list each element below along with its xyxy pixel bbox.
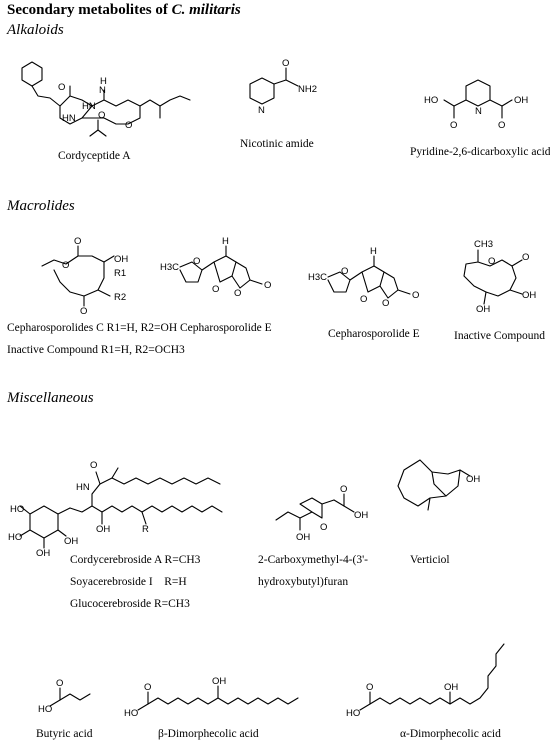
nicotinic-nh2: NH2 xyxy=(298,84,317,95)
nicotinic-amide-structure: O NH2 N xyxy=(249,58,317,116)
cepharo-e1-h3c: H3C xyxy=(160,262,179,273)
inactive-ch3: CH3 xyxy=(474,239,493,250)
cepharo-e1-o2: O xyxy=(212,284,219,295)
cordyceptide-o2: O xyxy=(125,120,132,131)
butyric-ho: HO xyxy=(38,704,52,715)
inactive-oh1: OH xyxy=(476,304,490,315)
cepharo-e2-o2: O xyxy=(360,294,367,305)
pyridine-o1: O xyxy=(450,120,457,131)
label-soyacerebroside: Soyacerebroside I R=H xyxy=(70,576,187,588)
label-verticiol: Verticiol xyxy=(410,554,450,566)
cepharo-c-o2: O xyxy=(80,306,87,317)
nicotinic-n: N xyxy=(258,105,265,116)
cerebroside-r: R xyxy=(142,524,149,535)
furan-oh1: OH xyxy=(296,532,310,543)
nicotinic-o: O xyxy=(282,58,289,69)
cepharo-c-oh: OH xyxy=(114,254,128,265)
beta-oh: OH xyxy=(212,676,226,687)
cerebroside-o: O xyxy=(90,460,97,471)
label-nicotinic-amide: Nicotinic amide xyxy=(240,138,314,150)
pyridine-ho: HO xyxy=(424,95,438,106)
alpha-o: O xyxy=(366,682,373,693)
furan-o: O xyxy=(320,522,327,533)
cepharosporolide-e1-structure: H3C O H O O O xyxy=(160,236,271,299)
alpha-ho: HO xyxy=(346,708,360,719)
cepharo-c-r2: R2 xyxy=(114,292,126,303)
cordyceptide-nh: H xyxy=(100,76,107,87)
verticiol-structure: OH xyxy=(397,459,480,511)
cerebroside-ho2: HO xyxy=(8,532,22,543)
cepharo-e1-h1: H xyxy=(222,236,229,247)
label-inactive-compound: Inactive Compound xyxy=(454,330,546,342)
inactive-oh2: OH xyxy=(522,290,536,301)
inactive-o2: O xyxy=(522,252,529,263)
title-species: C. militaris xyxy=(171,2,241,18)
cepharo-e2-o1: O xyxy=(341,266,348,277)
carboxymethyl-furan-structure: OH O O OH xyxy=(275,484,368,543)
cepharo-e1-o4: O xyxy=(264,280,271,291)
cepharosporolide-c-structure: O O O OH R1 R2 xyxy=(41,236,128,317)
butyric-o: O xyxy=(56,678,63,689)
beta-dimorphecolic-structure: O HO OH xyxy=(124,676,299,719)
cepharo-e2-h3c: H3C xyxy=(308,272,327,283)
page-title: Secondary metabolites of C. militaris xyxy=(7,2,241,19)
verticiol-oh: OH xyxy=(466,474,480,485)
cerebroside-oh3: OH xyxy=(36,548,50,559)
inactive-compound-structure: CH3 O O OH OH xyxy=(463,239,536,315)
title-prefix: Secondary metabolites of xyxy=(7,2,172,18)
cerebroside-oh5: OH xyxy=(96,524,110,535)
cordyceptide-hn2: HN xyxy=(62,113,76,124)
label-cordycerebroside-a: Cordycerebroside A R=CH3 xyxy=(70,554,201,566)
alpha-oh: OH xyxy=(444,682,458,693)
cepharo-c-r1: R1 xyxy=(114,268,126,279)
label-carboxymethyl-line1: 2-Carboxymethyl-4-(3'- xyxy=(258,554,369,566)
pyridine-structure: N HO OH O O xyxy=(424,79,528,131)
furan-oh2: OH xyxy=(354,510,368,521)
label-glucocerebroside: Glucocerebroside R=CH3 xyxy=(70,598,190,610)
label-beta-dimorphecolic: β-Dimorphecolic acid xyxy=(158,728,259,740)
inactive-o1: O xyxy=(488,256,495,267)
cerebroside-hn: HN xyxy=(76,482,90,493)
label-carboxymethyl-line2: hydroxybutyl)furan xyxy=(258,576,349,588)
cepharo-e2-o3: O xyxy=(382,298,389,309)
label-butyric-acid: Butyric acid xyxy=(36,728,93,740)
cepharo-e1-o1: O xyxy=(193,256,200,267)
cordyceptide-n: N xyxy=(99,85,106,96)
pyridine-n: N xyxy=(475,106,482,117)
section-macrolides: Macrolides xyxy=(7,198,75,214)
label-pyridine-dicarboxylic: Pyridine-2,6-dicarboxylic acid xyxy=(410,146,550,158)
cerebroside-ho1: HO xyxy=(10,504,24,515)
label-alpha-dimorphecolic: α-Dimorphecolic acid xyxy=(400,728,501,740)
cepharo-e2-h1: H xyxy=(370,246,377,257)
cordyceptide-o1: O xyxy=(58,82,65,93)
beta-ho: HO xyxy=(124,708,138,719)
cepharo-e1-o3: O xyxy=(234,288,241,299)
cepharo-c-o1: O xyxy=(74,236,81,247)
cerebroside-oh4: OH xyxy=(64,536,78,547)
label-cepharosporolide-e2: Cepharosporolide E xyxy=(328,328,420,340)
butyric-acid-structure: O HO xyxy=(38,678,91,715)
pyridine-oh: OH xyxy=(514,95,528,106)
cepharo-c-ring-o: O xyxy=(62,260,69,271)
section-alkaloids: Alkaloids xyxy=(7,22,64,38)
label-cordyceptide-a: Cordyceptide A xyxy=(58,150,131,162)
pyridine-o2: O xyxy=(498,120,505,131)
furan-o2: O xyxy=(340,484,347,495)
beta-o: O xyxy=(144,682,151,693)
label-cepharosporolide-e1: Cepharosporolide E xyxy=(180,322,272,334)
cordyceptide-o3: O xyxy=(98,110,105,121)
cordyceptide-hn: HN xyxy=(82,101,96,112)
cordyceptide-a-structure: O H N HN HN O O xyxy=(21,61,191,137)
label-inactive-compound-r: Inactive Compound R1=H, R2=OCH3 xyxy=(7,344,185,356)
cepharosporolide-e2-structure: H3C O H O O O xyxy=(308,246,419,309)
alpha-dimorphecolic-structure: O HO OH xyxy=(346,643,505,719)
label-cepharosporolide-c: Cepharosporolides C R1=H, R2=OH xyxy=(7,322,178,334)
cerebroside-structure: HO HO OH OH O HN OH R xyxy=(8,460,223,559)
section-miscellaneous: Miscellaneous xyxy=(7,390,94,406)
cepharo-e2-o4: O xyxy=(412,290,419,301)
